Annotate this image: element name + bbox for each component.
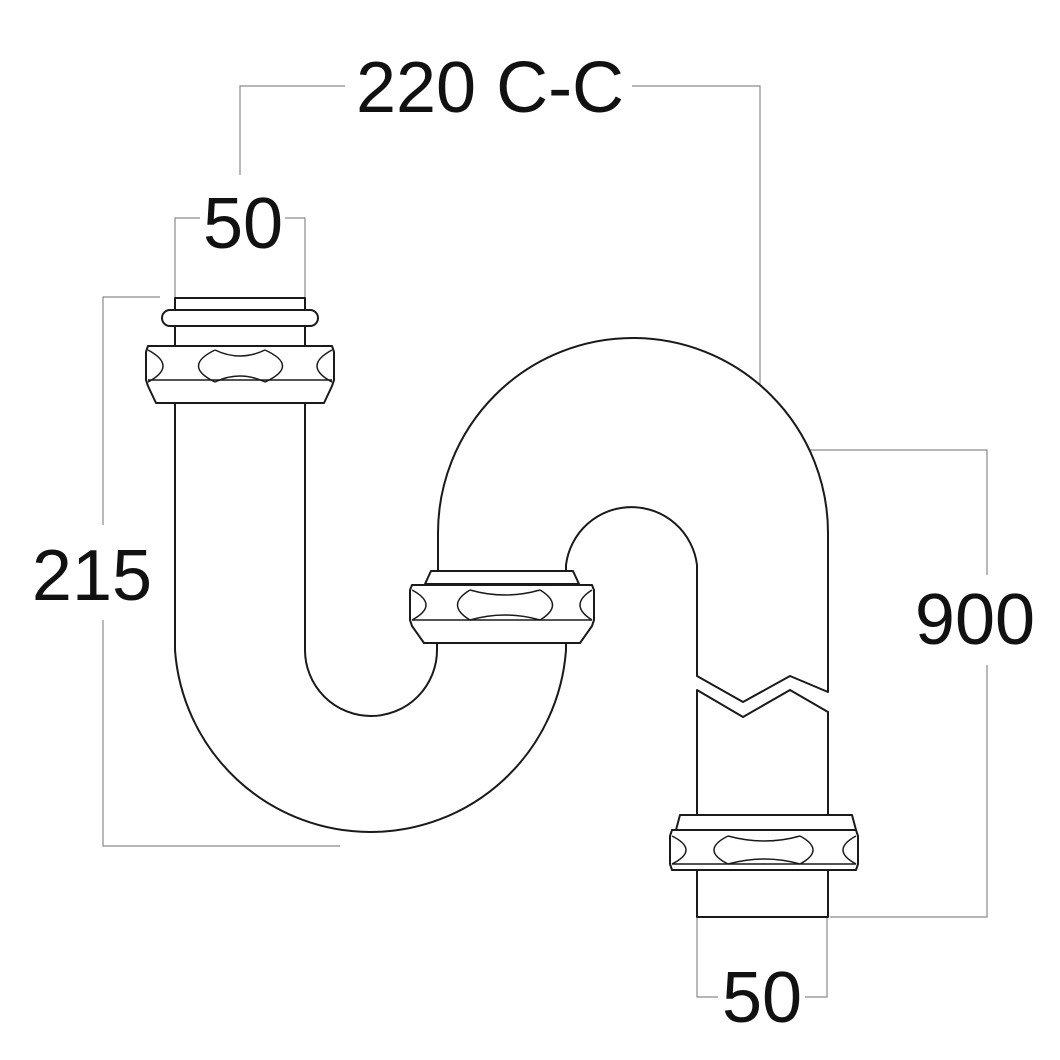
outlet-nut (669, 829, 859, 871)
dim-inlet-left (174, 217, 200, 300)
dim-length-bottom (830, 665, 988, 918)
middle-nut-collar (424, 570, 580, 585)
dim-label-ctc: 220 C-C (356, 48, 624, 128)
dim-label-outlet: 50 (722, 958, 802, 1038)
dim-height-bottom (102, 620, 340, 847)
dim-label-inlet: 50 (203, 184, 283, 264)
middle-fitting (409, 570, 595, 644)
dim-ctc-left (239, 85, 345, 175)
right-leg-lower (696, 689, 829, 918)
inlet-fitting (145, 297, 335, 404)
dim-label-length: 900 (915, 580, 1035, 660)
outlet-fitting (669, 814, 859, 871)
lower-u-bend (174, 399, 567, 833)
dim-label-height: 215 (32, 536, 152, 616)
dim-height-top (102, 296, 160, 525)
inlet-collar (174, 325, 306, 347)
inlet-seal-ring (161, 309, 319, 327)
upper-bend (437, 337, 829, 703)
dim-outlet-left (696, 917, 718, 998)
dim-inlet-right (285, 217, 306, 300)
outlet-nut-collar (675, 814, 857, 831)
inlet-nut (145, 345, 335, 404)
dim-outlet-right (805, 917, 828, 998)
middle-nut (409, 584, 595, 644)
